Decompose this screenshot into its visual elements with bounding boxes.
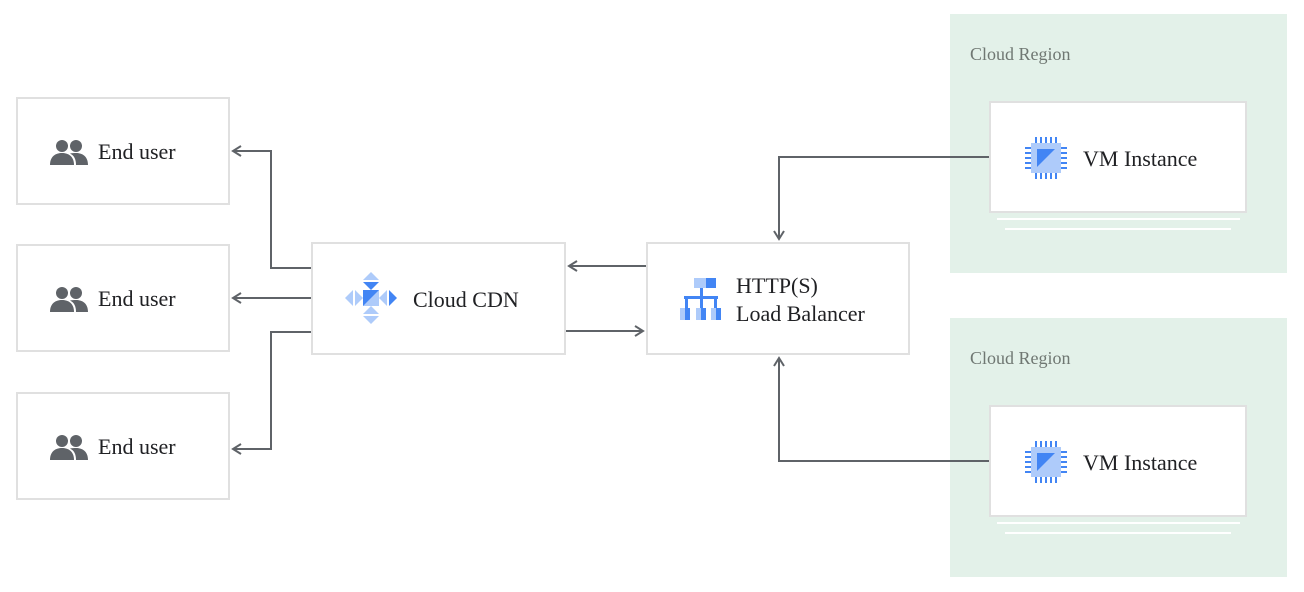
cloud-cdn-node[interactable]: Cloud CDN <box>311 242 566 355</box>
load-balancer-node[interactable]: HTTP(S) Load Balancer <box>646 242 910 355</box>
end-user-label: End user <box>98 139 176 164</box>
cpu-chip-icon <box>1025 137 1067 179</box>
arrow-cdn-to-end-user-3 <box>231 331 311 455</box>
load-balancer-label-line1: HTTP(S) <box>736 273 818 298</box>
arrow-vm1-to-lb <box>773 156 989 241</box>
vm-stack-line <box>1005 532 1231 534</box>
end-user-node-2[interactable]: End user <box>16 244 230 352</box>
arrow-vm2-to-lb <box>773 356 989 462</box>
vm-instance-node-2[interactable]: VM Instance <box>989 405 1247 517</box>
end-user-node-3[interactable]: End user <box>16 392 230 500</box>
vm-stack-line <box>997 522 1240 524</box>
cloud-region-label: Cloud Region <box>970 44 1071 64</box>
vm-stack-line <box>997 218 1240 220</box>
end-user-node-1[interactable]: End user <box>16 97 230 205</box>
arrow-cdn-to-end-user-1 <box>231 145 311 269</box>
people-icon <box>50 287 88 312</box>
vm-instance-label: VM Instance <box>1083 450 1198 475</box>
end-user-label: End user <box>98 286 176 311</box>
vm-stack-line <box>1005 228 1231 230</box>
vm-instance-label: VM Instance <box>1083 146 1198 171</box>
cloud-cdn-icon <box>345 272 397 324</box>
cloud-cdn-label: Cloud CDN <box>413 287 519 312</box>
people-icon <box>50 435 88 460</box>
vm-instance-node-1[interactable]: VM Instance <box>989 101 1247 213</box>
cloud-region-label: Cloud Region <box>970 348 1071 368</box>
people-icon <box>50 140 88 165</box>
load-balancer-icon <box>680 278 721 320</box>
end-user-label: End user <box>98 434 176 459</box>
cpu-chip-icon <box>1025 441 1067 483</box>
load-balancer-label-line2: Load Balancer <box>736 301 865 326</box>
